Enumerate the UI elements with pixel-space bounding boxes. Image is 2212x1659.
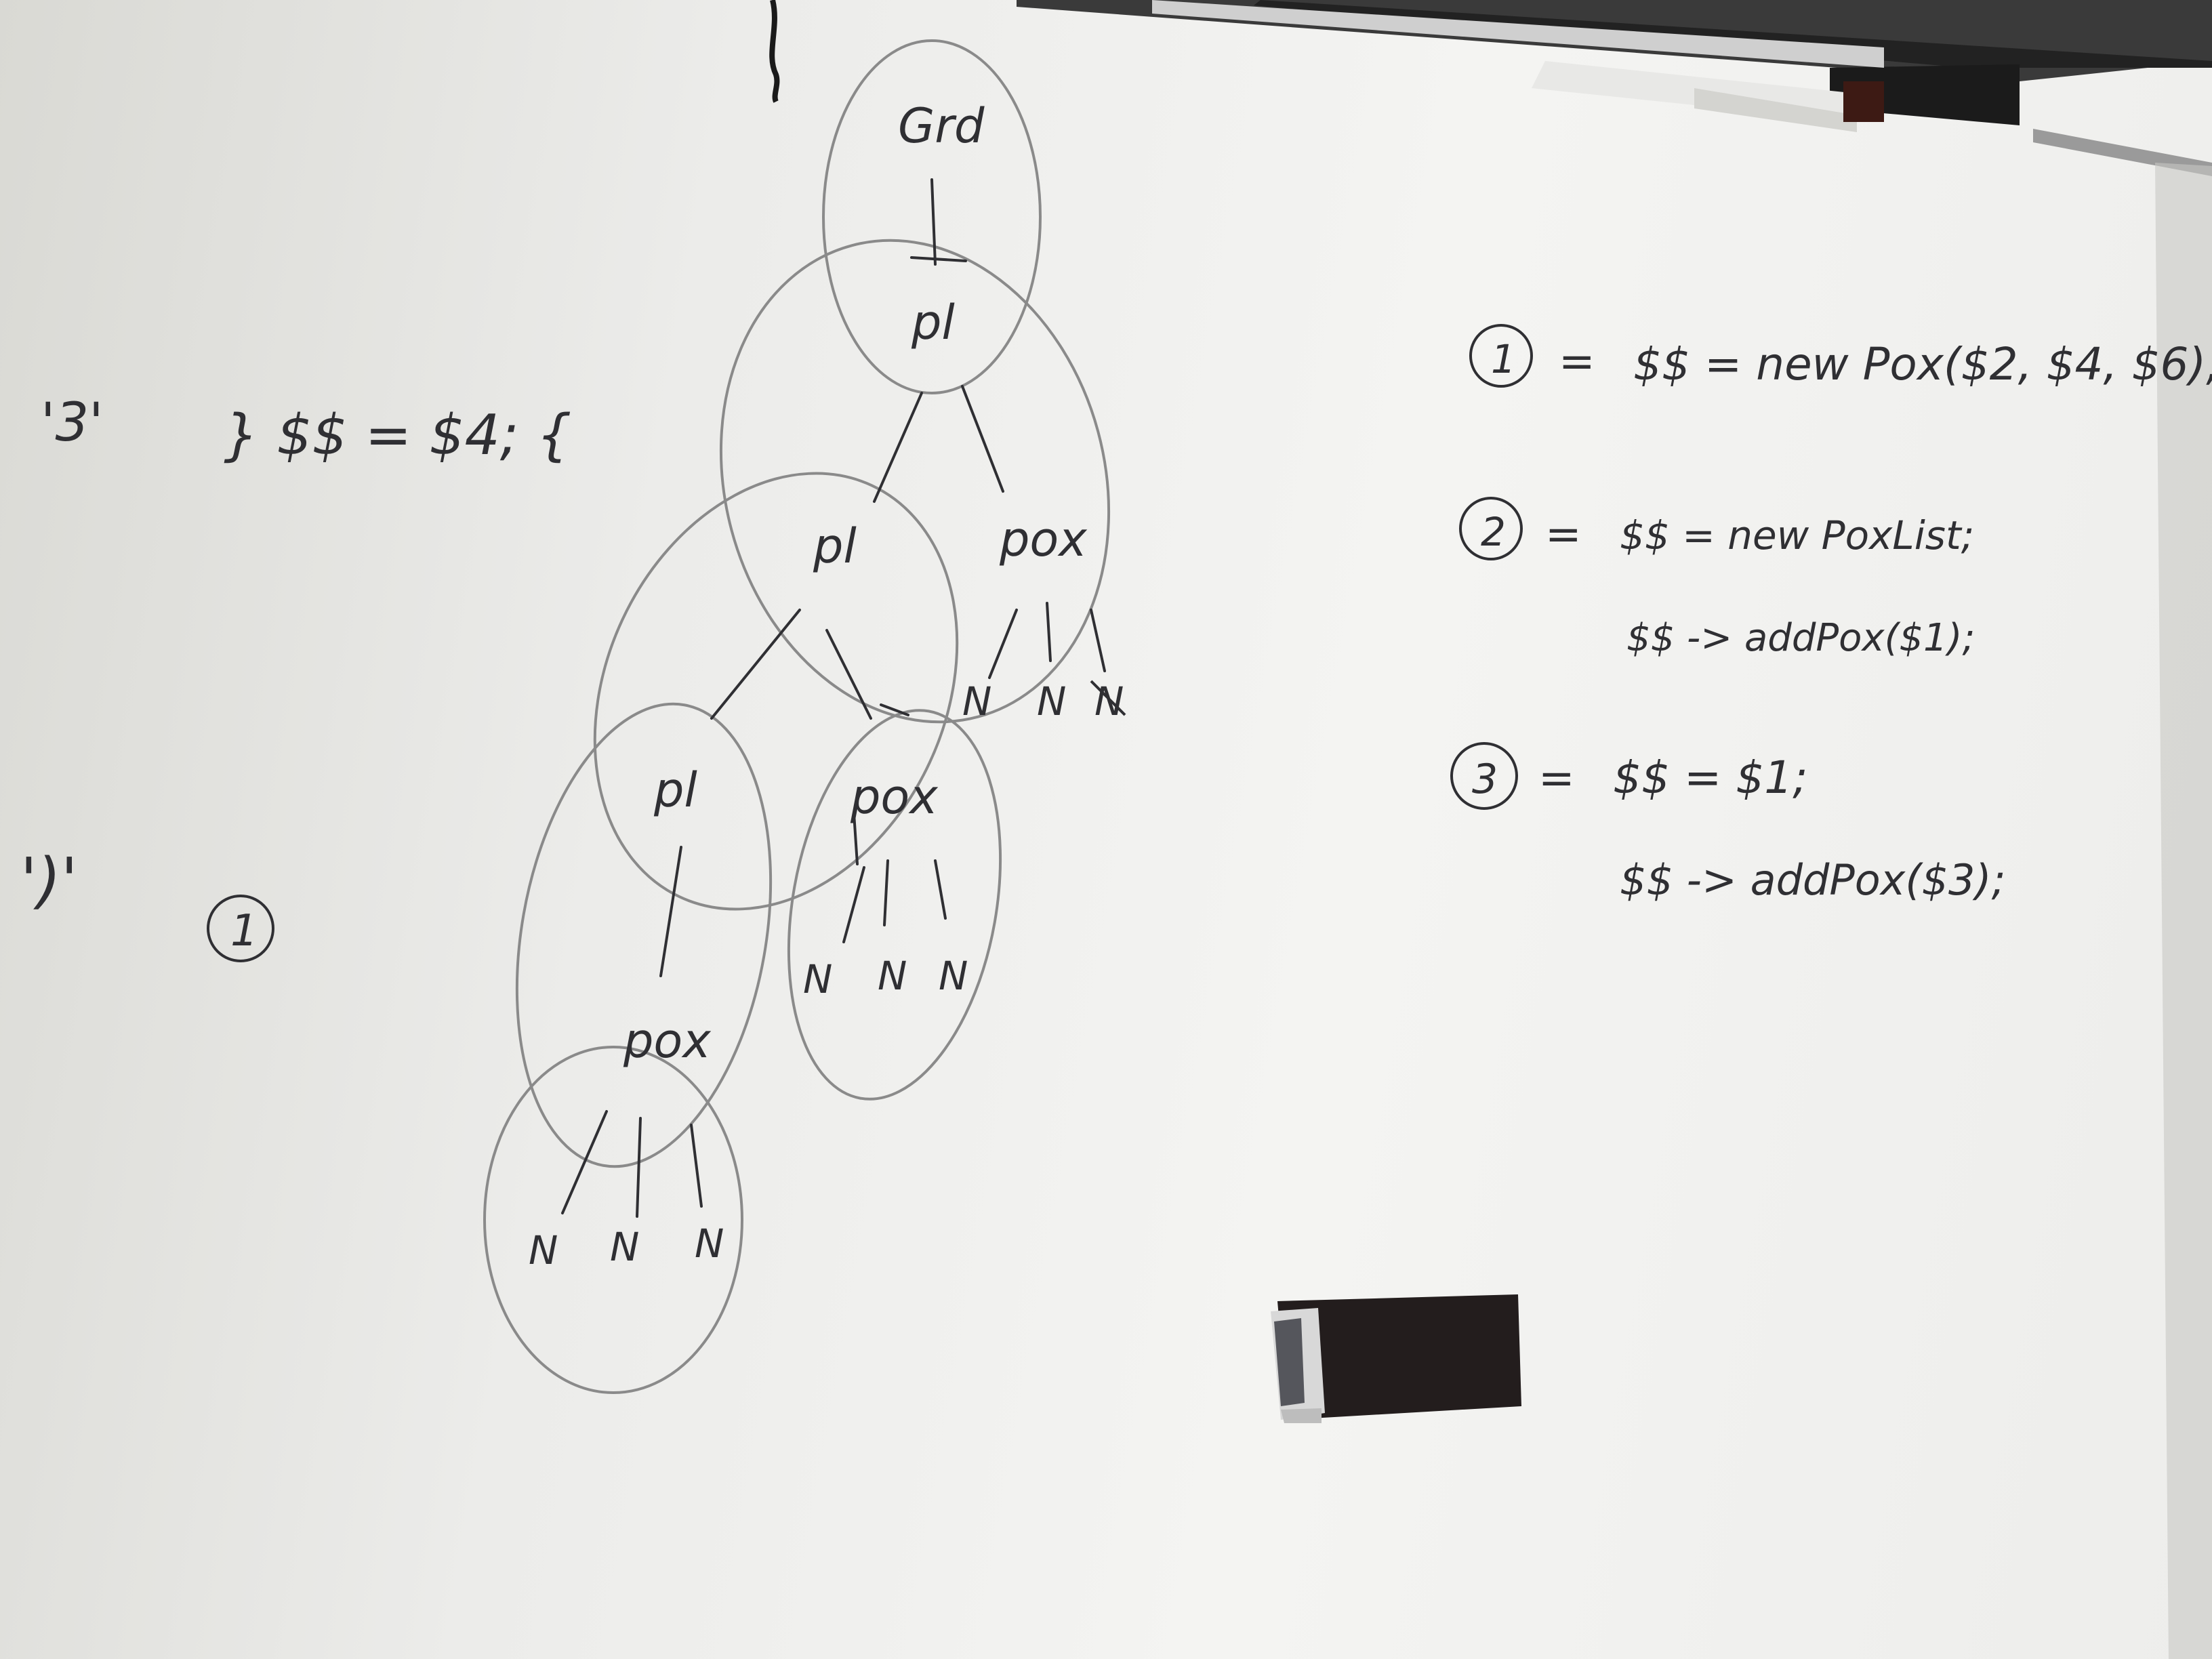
rules: 1 = $$ = new Pox($2, $4, $6); 2 = $$ = n… [1450, 324, 2212, 905]
token-paren: ')' [20, 845, 78, 916]
circle-mid [593, 472, 959, 911]
tree-labels: Grd pl pl pox pl pox pox [623, 98, 1087, 1069]
rule-2-line-1: $$ = new PoxList; [1620, 512, 1974, 558]
board-frame [1017, 0, 2212, 1659]
node-pox-low: pox [623, 1013, 711, 1069]
left-notes: '3' } $$ = $4; { ')' 1 [20, 392, 572, 962]
rule-3-circle [1450, 742, 1518, 810]
ref-number: 1 [230, 906, 258, 956]
rule-3-line-2: $$ -> addPox($3); [1620, 855, 2006, 905]
hanging-cable [769, 0, 780, 103]
rule-1-number: 1 [1491, 336, 1516, 382]
rule-3-line-1: $$ = $1; [1613, 752, 1807, 804]
rule-1-line-1: $$ = new Pox($2, $4, $6); [1633, 338, 2212, 390]
node-pox-right: pox [999, 512, 1087, 567]
token-3: '3' [41, 392, 104, 453]
grouping-circles [483, 39, 1111, 1394]
rule-2-circle [1459, 497, 1523, 560]
circle-root [822, 39, 1042, 394]
leaf-n: N [529, 1227, 558, 1273]
leaf-n: N [878, 953, 907, 999]
leaf-n: N [962, 678, 991, 724]
rule-3-eq: = [1538, 754, 1575, 804]
whiteboard-eraser [1271, 1294, 1521, 1423]
action-braces: } $$ = $4; { [224, 403, 572, 468]
rule-1-eq: = [1559, 337, 1595, 387]
leaf-n: N [610, 1224, 639, 1270]
leaf-n: N [695, 1221, 724, 1267]
ref-circle [207, 895, 274, 962]
leaf-n: N [939, 953, 968, 999]
tree-leaves: N N N N N N N N N [529, 678, 1124, 1273]
rule-3-number: 3 [1472, 756, 1498, 803]
strike-mark [1090, 680, 1126, 716]
circle-top [719, 239, 1111, 724]
leaf-n-struck: N [1094, 678, 1124, 724]
rule-2-number: 2 [1481, 509, 1506, 555]
circle-low [515, 702, 773, 1168]
rule-1-circle [1469, 324, 1533, 388]
node-pox-mid: pox [850, 769, 938, 825]
node-pl-low: pl [653, 762, 697, 818]
leaf-n: N [803, 956, 832, 1002]
node-pl-mid: pl [813, 518, 857, 574]
node-pl-top: pl [911, 295, 955, 350]
circle-pox-low [483, 1046, 743, 1394]
rule-2-eq: = [1545, 510, 1582, 560]
tree-edges [561, 178, 1106, 1218]
node-root: Grd [898, 98, 985, 154]
circle-pox-mid [787, 709, 1002, 1101]
leaf-n: N [1037, 678, 1066, 724]
rule-2-line-2: $$ -> addPox($1); [1626, 616, 1975, 660]
